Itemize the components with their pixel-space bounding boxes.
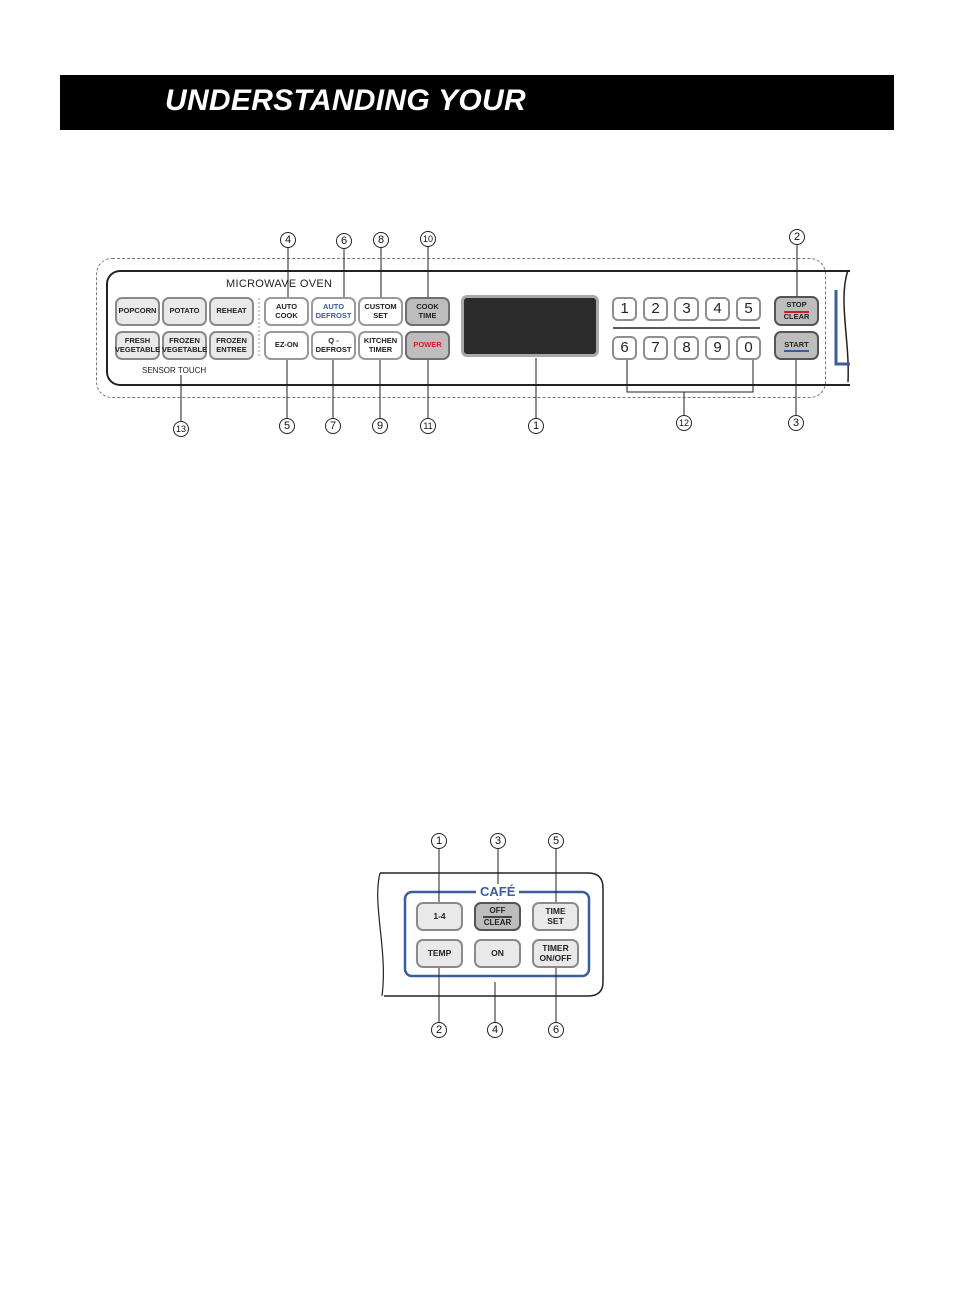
frozen-vegetable-button[interactable]: FROZEN VEGETABLE	[162, 331, 207, 360]
cook-time-button[interactable]: COOK TIME	[405, 297, 450, 326]
callout-4: 4	[280, 232, 296, 248]
panel-title: MICROWAVE OVEN	[226, 278, 333, 290]
power-button[interactable]: POWER	[405, 331, 450, 360]
callout-1: 1	[528, 418, 544, 434]
cafe-off-clear-bar	[483, 916, 512, 918]
q-defrost-button[interactable]: Q - DEFROST	[311, 331, 356, 360]
kitchen-timer-button[interactable]: KITCHEN TIMER	[358, 331, 403, 360]
potato-button[interactable]: POTATO	[162, 297, 207, 326]
section-header-banner: UNDERSTANDING YOUR	[60, 75, 894, 130]
cafe-on-button[interactable]: ON	[474, 939, 521, 968]
callout-7: 7	[325, 418, 341, 434]
number-key-5[interactable]: 5	[736, 297, 761, 321]
number-key-0[interactable]: 0	[736, 336, 761, 360]
callout-5: 5	[279, 418, 295, 434]
callout-3: 3	[788, 415, 804, 431]
cafe-callout-6: 6	[548, 1022, 564, 1038]
cafe-1-4-button[interactable]: 1-4	[416, 902, 463, 931]
start-blue-bar	[784, 350, 809, 352]
auto-defrost-button[interactable]: AUTO DEFROST	[311, 297, 356, 326]
reheat-button[interactable]: REHEAT	[209, 297, 254, 326]
callout-13: 13	[173, 421, 189, 437]
fresh-vegetable-button[interactable]: FRESH VEGETABLE	[115, 331, 160, 360]
callout-2: 2	[789, 229, 805, 245]
cafe-timer-onoff-button[interactable]: TIMER ON/OFF	[532, 939, 579, 968]
page-title: UNDERSTANDING YOUR	[165, 84, 526, 117]
cafe-callout-2: 2	[431, 1022, 447, 1038]
callout-8: 8	[373, 232, 389, 248]
stop-clear-button[interactable]: STOP CLEAR	[774, 296, 819, 326]
callout-10: 10	[420, 231, 436, 247]
callout-11: 11	[420, 418, 436, 434]
cafe-callout-3: 3	[490, 833, 506, 849]
display-window	[461, 295, 599, 357]
panel-dashed-outline	[96, 258, 826, 398]
callout-12: 12	[676, 415, 692, 431]
custom-set-button[interactable]: CUSTOM SET	[358, 297, 403, 326]
number-key-6[interactable]: 6	[612, 336, 637, 360]
cafe-callout-5: 5	[548, 833, 564, 849]
cafe-off-clear-label: OFF CLEAR	[483, 905, 512, 927]
cafe-temp-button[interactable]: TEMP	[416, 939, 463, 968]
callout-9: 9	[372, 418, 388, 434]
popcorn-button[interactable]: POPCORN	[115, 297, 160, 326]
cafe-title: CAFÉ	[476, 884, 520, 899]
cafe-off-clear-button[interactable]: OFF CLEAR	[474, 902, 521, 931]
number-key-2[interactable]: 2	[643, 297, 668, 321]
sensor-touch-caption: SENSOR TOUCH	[142, 366, 207, 375]
ez-on-button[interactable]: EZ-ON	[264, 331, 309, 360]
cafe-callout-1: 1	[431, 833, 447, 849]
number-key-4[interactable]: 4	[705, 297, 730, 321]
stop-clear-label: STOP CLEAR	[783, 300, 810, 321]
frozen-entree-button[interactable]: FROZEN ENTREE	[209, 331, 254, 360]
start-label: START	[784, 340, 809, 350]
number-key-3[interactable]: 3	[674, 297, 699, 321]
number-key-1[interactable]: 1	[612, 297, 637, 321]
number-key-7[interactable]: 7	[643, 336, 668, 360]
callout-6: 6	[336, 233, 352, 249]
start-button[interactable]: START	[774, 331, 819, 360]
cafe-callout-4: 4	[487, 1022, 503, 1038]
panel-outline	[106, 270, 850, 386]
number-key-8[interactable]: 8	[674, 336, 699, 360]
auto-cook-button[interactable]: AUTO COOK	[264, 297, 309, 326]
number-key-9[interactable]: 9	[705, 336, 730, 360]
stop-clear-red-bar	[784, 311, 809, 313]
cafe-time-set-button[interactable]: TIME SET	[532, 902, 579, 931]
